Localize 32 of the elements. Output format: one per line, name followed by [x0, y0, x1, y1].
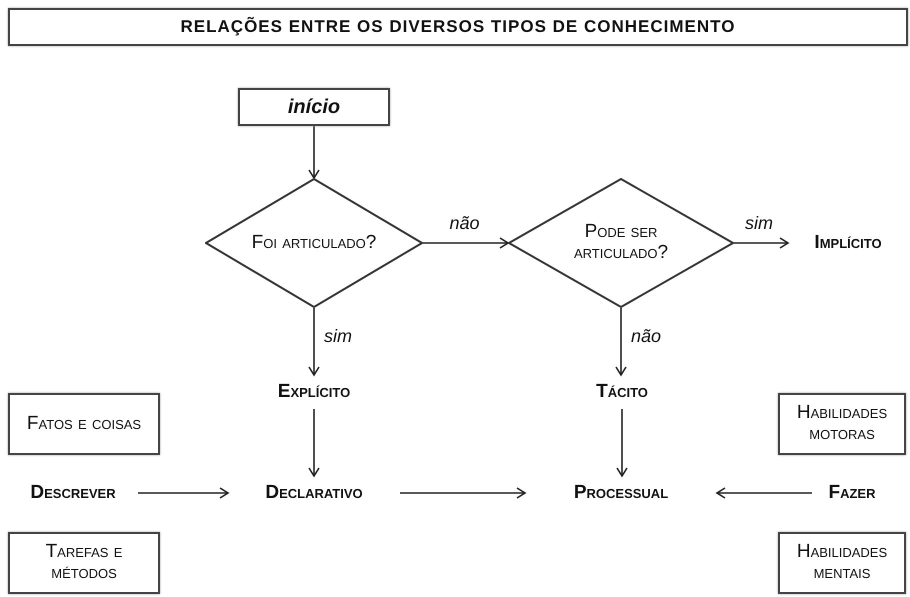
decision-diamond — [508, 178, 734, 308]
arrow — [308, 308, 320, 376]
start-box — [238, 88, 390, 126]
box-text: Habilidades mentais — [796, 542, 888, 584]
question-text: Foi articulado? — [252, 232, 376, 254]
concept-label: Processual — [525, 476, 717, 510]
concept-label: Tácito — [567, 375, 677, 409]
arrow — [734, 237, 789, 249]
arrow — [716, 487, 812, 499]
concept-label: Implícito — [788, 226, 908, 260]
arrow — [616, 409, 628, 477]
concept-label: Declarativo — [228, 476, 400, 510]
decision-diamond — [205, 178, 423, 308]
arrow — [138, 487, 229, 499]
arrow — [308, 126, 320, 179]
arrow — [423, 237, 509, 249]
concept-label: Descrever — [8, 476, 138, 510]
box-text: Habilidades motoras — [796, 403, 888, 445]
process-box — [8, 532, 160, 594]
arrow — [615, 308, 627, 376]
box-text: Tarefas e métodos — [44, 542, 124, 584]
arrow — [400, 487, 526, 499]
process-box — [778, 532, 906, 594]
process-box — [778, 393, 906, 455]
question-text: Pode ser articulado? — [572, 222, 670, 264]
title-box: RELAÇÕES ENTRE OS DIVERSOS TIPOS DE CONHECIMENTO — [8, 8, 908, 46]
arrow — [308, 409, 320, 477]
concept-label: Explícito — [254, 375, 374, 409]
box-text: início — [288, 96, 340, 118]
box-text: Fatos e coisas — [26, 414, 142, 434]
concept-label: Fazer — [812, 476, 892, 510]
process-box — [8, 393, 160, 455]
